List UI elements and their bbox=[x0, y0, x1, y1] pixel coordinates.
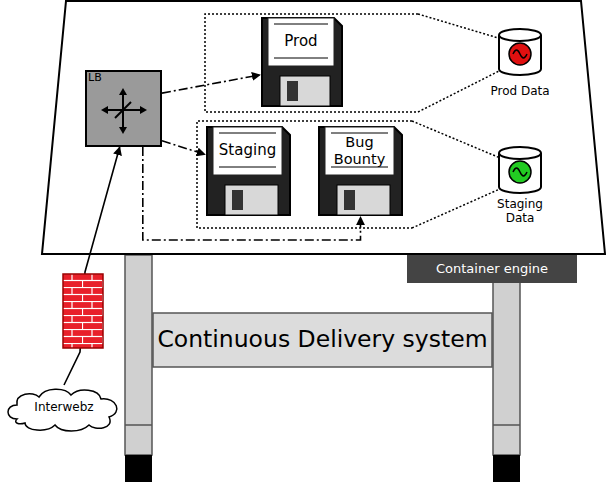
node-label: Continuous Delivery system bbox=[157, 326, 487, 353]
floppy-disk-outline bbox=[260, 16, 344, 108]
system-band: Continuous Delivery system bbox=[152, 312, 493, 368]
platform-bar: Container engine bbox=[407, 255, 577, 283]
floppy-disk-outline bbox=[205, 125, 292, 217]
node-label: Interwebz bbox=[34, 401, 93, 415]
load-balancer-box: LB bbox=[85, 70, 162, 147]
connector-arrow bbox=[64, 147, 120, 385]
node-label: Staging bbox=[219, 142, 276, 159]
internet-cloud: Interwebz bbox=[3, 385, 125, 431]
database-cylinder: Staging Data bbox=[484, 145, 556, 227]
node-label: Staging Data bbox=[484, 198, 556, 226]
node-label: LB bbox=[88, 72, 102, 85]
connector-arrow bbox=[162, 75, 260, 93]
node-label: Prod bbox=[284, 33, 317, 50]
floppy-disk: Bug Bounty bbox=[317, 125, 404, 217]
node-label: Container engine bbox=[436, 262, 548, 277]
database-cylinder: Prod Data bbox=[489, 27, 551, 107]
connector-arrow bbox=[162, 141, 205, 155]
floppy-disk: Staging bbox=[205, 125, 292, 217]
firewall-icon bbox=[62, 273, 104, 349]
node-label: Prod Data bbox=[490, 85, 549, 99]
node-label: Bug Bounty bbox=[327, 134, 392, 167]
floppy-disk: Prod bbox=[260, 16, 344, 108]
